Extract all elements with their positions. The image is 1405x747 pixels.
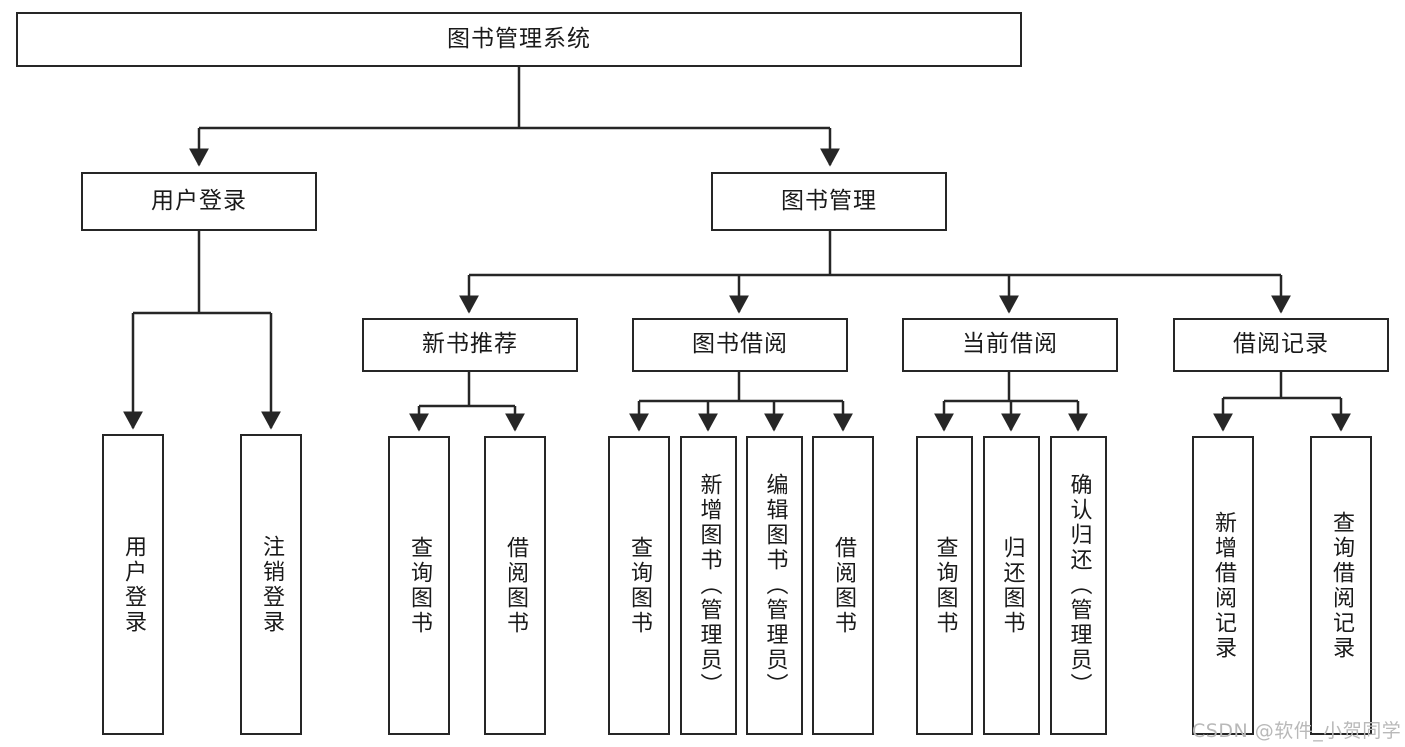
node-book-manage[interactable]: 图书管理 <box>711 172 947 231</box>
node-root-label: 图书管理系统 <box>447 25 591 52</box>
leaf-query-book-3[interactable]: 查询图书 <box>916 436 973 735</box>
leaf-logout-login[interactable]: 注销登录 <box>240 434 302 735</box>
leaf-query-book-2[interactable]: 查询图书 <box>608 436 670 735</box>
node-new-book-recommend[interactable]: 新书推荐 <box>362 318 578 372</box>
leaf-user-login-label: 用户登录 <box>121 534 146 635</box>
leaf-user-login[interactable]: 用户登录 <box>102 434 164 735</box>
leaf-borrow-book-1[interactable]: 借阅图书 <box>484 436 546 735</box>
node-borrow-record-label: 借阅记录 <box>1233 331 1329 358</box>
leaf-borrow-book-2[interactable]: 借阅图书 <box>812 436 874 735</box>
leaf-add-record-label: 新增借阅记录 <box>1211 510 1236 661</box>
leaf-borrow-book-1-label: 借阅图书 <box>503 535 528 636</box>
leaf-query-book-1-label: 查询图书 <box>407 535 432 636</box>
node-current-borrow-label: 当前借阅 <box>962 331 1058 358</box>
leaf-add-record[interactable]: 新增借阅记录 <box>1192 436 1254 735</box>
leaf-confirm-return-label: 确认归还（管理员） <box>1066 473 1092 698</box>
leaf-borrow-book-2-label: 借阅图书 <box>831 535 856 636</box>
node-book-borrow[interactable]: 图书借阅 <box>632 318 848 372</box>
leaf-query-book-1[interactable]: 查询图书 <box>388 436 450 735</box>
node-user-login[interactable]: 用户登录 <box>81 172 317 231</box>
leaf-query-book-3-label: 查询图书 <box>932 535 958 636</box>
leaf-edit-book-label: 编辑图书（管理员） <box>762 473 788 698</box>
leaf-return-book[interactable]: 归还图书 <box>983 436 1040 735</box>
leaf-query-book-2-label: 查询图书 <box>627 535 652 636</box>
leaf-logout-login-label: 注销登录 <box>259 534 284 635</box>
leaf-edit-book[interactable]: 编辑图书（管理员） <box>746 436 803 735</box>
leaf-confirm-return[interactable]: 确认归还（管理员） <box>1050 436 1107 735</box>
leaf-query-record-label: 查询借阅记录 <box>1329 510 1354 661</box>
node-book-borrow-label: 图书借阅 <box>692 331 788 358</box>
leaf-add-book-label: 新增图书（管理员） <box>696 473 722 698</box>
node-book-manage-label: 图书管理 <box>781 187 877 214</box>
node-root[interactable]: 图书管理系统 <box>16 12 1022 67</box>
node-borrow-record[interactable]: 借阅记录 <box>1173 318 1389 372</box>
node-current-borrow[interactable]: 当前借阅 <box>902 318 1118 372</box>
leaf-add-book[interactable]: 新增图书（管理员） <box>680 436 737 735</box>
leaf-query-record[interactable]: 查询借阅记录 <box>1310 436 1372 735</box>
node-new-book-recommend-label: 新书推荐 <box>422 331 518 358</box>
node-user-login-label: 用户登录 <box>151 187 247 214</box>
leaf-return-book-label: 归还图书 <box>999 535 1025 636</box>
